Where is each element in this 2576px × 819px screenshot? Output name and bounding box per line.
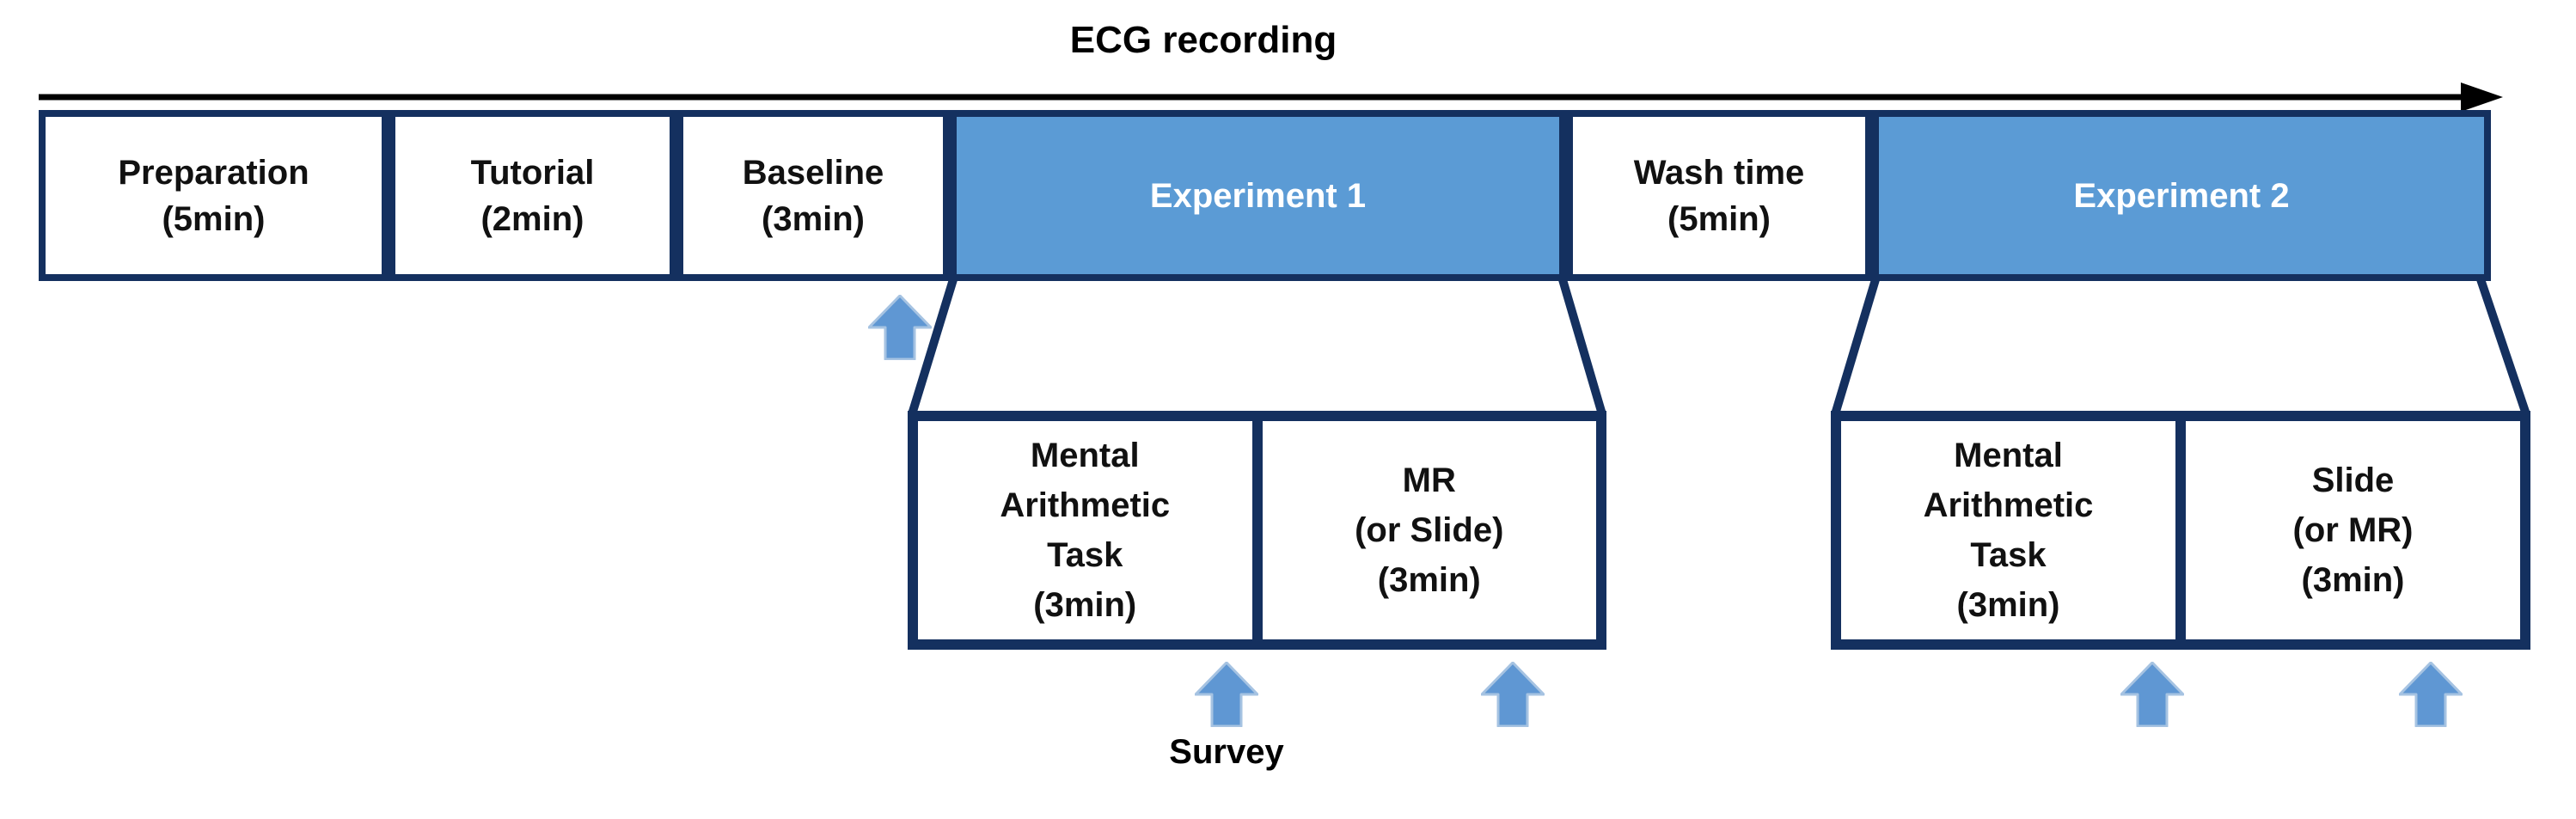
ecg-timeline-arrow bbox=[39, 83, 2503, 112]
ecg-arrowhead-icon bbox=[2461, 83, 2503, 112]
exp1-mr-or-slide-cell: MR (or Slide) (3min) bbox=[1355, 461, 1504, 599]
diagram-title: ECG recording bbox=[1069, 19, 1337, 61]
timeline-box-experiment-1: Experiment 1 bbox=[950, 110, 1566, 281]
exp2-slide-or-mr-cell: Slide (or MR) (3min) bbox=[2292, 461, 2414, 599]
up-arrow-icon-exp1-right bbox=[1481, 662, 1545, 727]
timeline-box-wash-time: Wash time (5min) bbox=[1566, 110, 1872, 281]
timeline-box-tutorial: Tutorial (2min) bbox=[389, 110, 676, 281]
up-arrow-icon-survey bbox=[1195, 662, 1258, 727]
experiment-2-detail-box: Mental Arithmetic Task (3min) Slide (or … bbox=[1831, 411, 2530, 650]
timeline-box-experiment-2: Experiment 2 bbox=[1872, 110, 2491, 281]
up-arrow-icon-exp2-left bbox=[2120, 662, 2184, 727]
up-arrow-icon-baseline bbox=[868, 295, 932, 360]
exp1-mental-arithmetic-cell: Mental Arithmetic Task (3min) bbox=[1000, 437, 1171, 624]
exp2-mental-arithmetic-cell: Mental Arithmetic Task (3min) bbox=[1923, 437, 2094, 624]
timeline-box-preparation: Preparation (5min) bbox=[39, 110, 389, 281]
survey-label: Survey bbox=[1169, 733, 1284, 771]
exp2-cell-divider bbox=[2175, 421, 2186, 639]
timeline-box-baseline: Baseline (3min) bbox=[676, 110, 950, 281]
exp1-connector-right bbox=[1557, 275, 1606, 416]
exp1-cell-divider bbox=[1251, 421, 1263, 639]
up-arrow-icon-exp2-right bbox=[2399, 662, 2463, 727]
exp2-connector-left bbox=[1831, 275, 1881, 416]
exp2-connector-right bbox=[2475, 275, 2530, 416]
experiment-1-detail-box: Mental Arithmetic Task (3min) MR (or Sli… bbox=[908, 411, 1606, 650]
